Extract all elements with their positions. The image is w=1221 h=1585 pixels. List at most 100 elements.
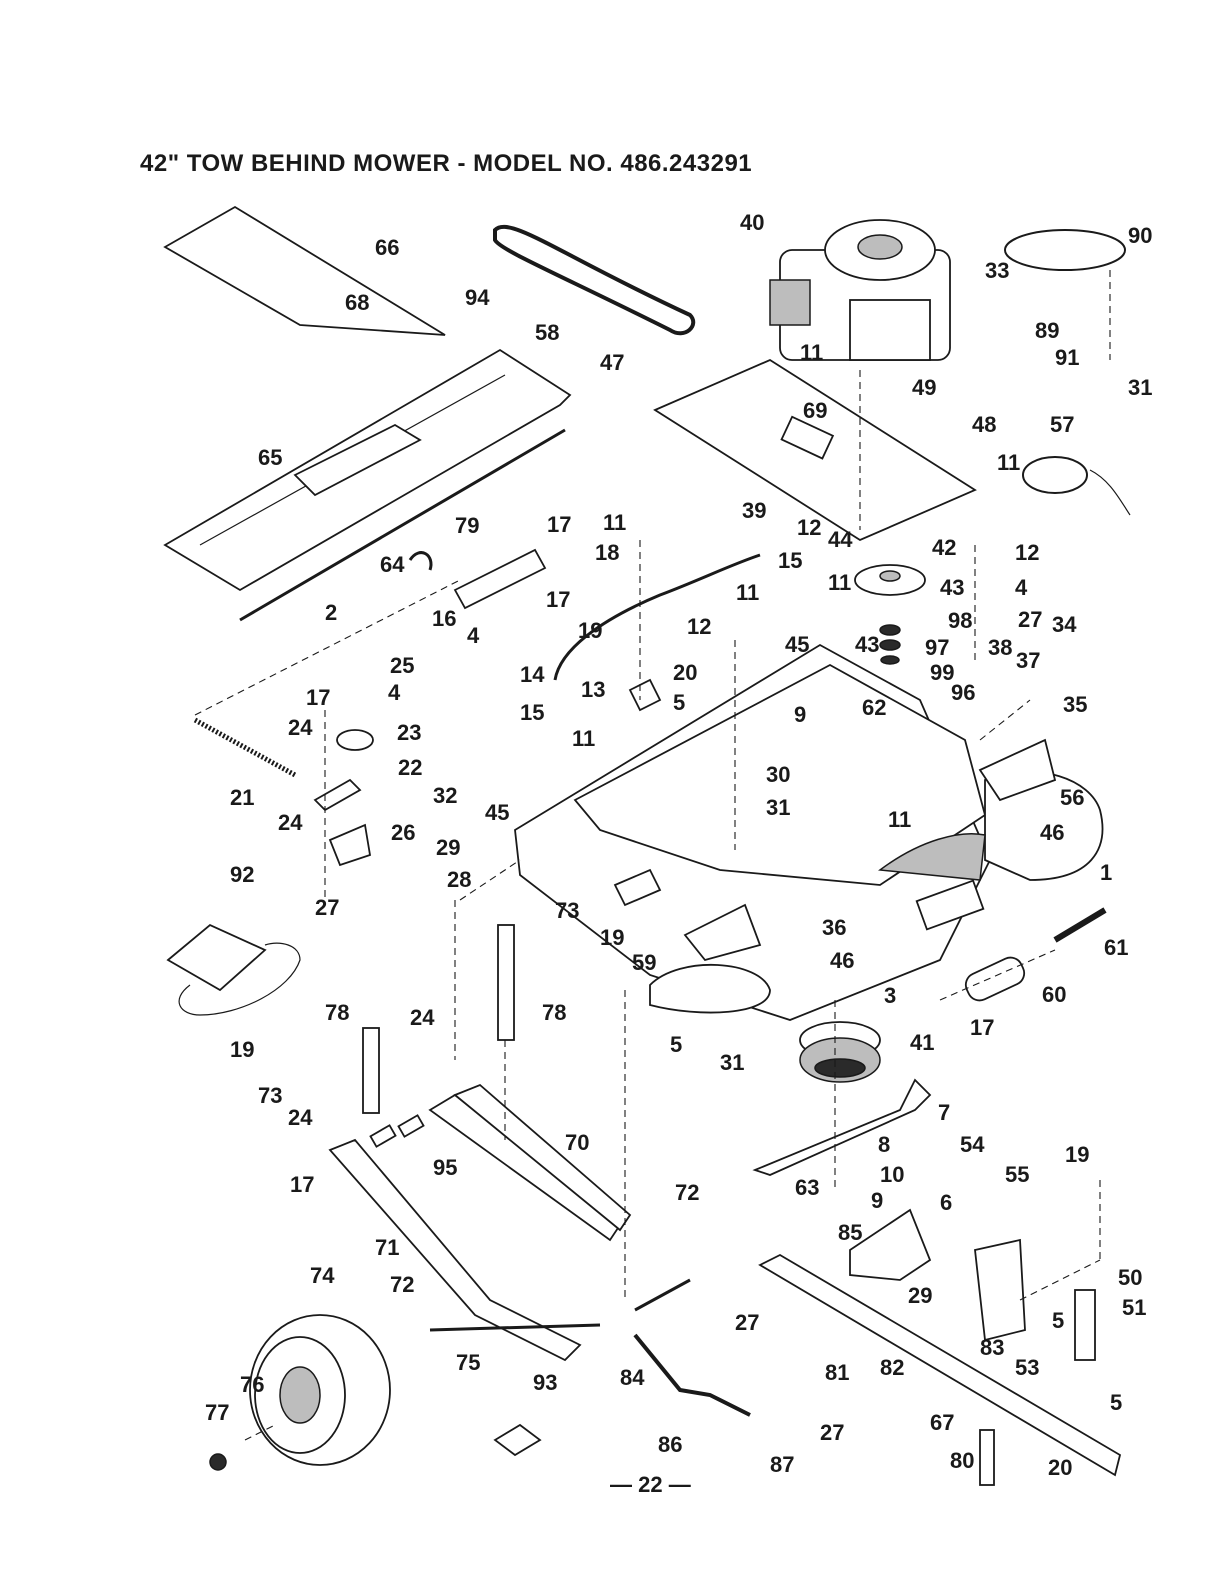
part-67-hitch-tube (758, 1253, 1122, 1477)
part-77-cap (209, 1453, 227, 1471)
callout-94: 94 (465, 285, 490, 310)
callout-81: 81 (825, 1360, 849, 1385)
callout-12: 12 (1015, 540, 1039, 565)
part-95-spacer (397, 1114, 425, 1138)
callout-75: 75 (456, 1350, 480, 1375)
callout-32: 32 (433, 783, 457, 808)
callout-42: 42 (932, 535, 956, 560)
part-2-rod (239, 428, 566, 622)
callout-71: 71 (375, 1235, 399, 1260)
part-14-rod (553, 553, 761, 681)
callout-10: 10 (880, 1162, 904, 1187)
part-59-decal (613, 868, 662, 907)
callout-35: 35 (1063, 692, 1087, 717)
callout-11: 11 (800, 340, 823, 365)
callout-34: 34 (1052, 612, 1077, 637)
callout-5: 5 (1110, 1390, 1122, 1415)
callout-96: 96 (951, 680, 975, 705)
callout-12: 12 (797, 515, 821, 540)
callout-78: 78 (325, 1000, 349, 1025)
callout-19: 19 (1065, 1142, 1089, 1167)
callout-72: 72 (390, 1272, 414, 1297)
callout-47: 47 (600, 350, 624, 375)
callout-73: 73 (258, 1083, 282, 1108)
callout-17: 17 (546, 587, 570, 612)
callout-92: 92 (230, 862, 254, 887)
callout-24: 24 (410, 1005, 435, 1030)
callout-50: 50 (1118, 1265, 1142, 1290)
page-number: — 22 — (610, 1472, 691, 1497)
callout-27: 27 (735, 1310, 759, 1335)
callout-54: 54 (960, 1132, 985, 1157)
callout-17: 17 (547, 512, 571, 537)
callout-9: 9 (871, 1188, 883, 1213)
callout-76: 76 (240, 1372, 264, 1397)
callout-86: 86 (658, 1432, 682, 1457)
callout-77: 77 (205, 1400, 229, 1425)
callout-56: 56 (1060, 785, 1084, 810)
callout-31: 31 (766, 795, 790, 820)
callout-69: 69 (803, 398, 827, 423)
part-26-bracket (328, 823, 372, 867)
callout-57: 57 (1050, 412, 1074, 437)
callout-51: 51 (1122, 1295, 1146, 1320)
callout-78: 78 (542, 1000, 566, 1025)
callout-91: 91 (1055, 345, 1079, 370)
callout-19: 19 (230, 1037, 254, 1062)
callout-17: 17 (306, 685, 330, 710)
part-78-bar-left (362, 1027, 380, 1114)
callout-55: 55 (1005, 1162, 1029, 1187)
part-22-bracket (313, 778, 362, 812)
callout-12: 12 (687, 614, 711, 639)
part-58-plate (163, 348, 572, 592)
callout-65: 65 (258, 445, 282, 470)
callout-59: 59 (632, 950, 656, 975)
callout-9: 9 (794, 702, 806, 727)
callout-43: 43 (855, 632, 879, 657)
callout-20: 20 (673, 660, 697, 685)
part-64-spring (408, 551, 433, 571)
callout-97: 97 (925, 635, 949, 660)
part-1-deck (514, 643, 1104, 1021)
callout-30: 30 (766, 762, 790, 787)
part-46-shield (683, 903, 762, 962)
callout-16: 16 (432, 606, 456, 631)
callout-85: 85 (838, 1220, 862, 1245)
part-71-tow-frame (328, 1083, 691, 1362)
callout-36: 36 (822, 915, 846, 940)
callout-27: 27 (315, 895, 339, 920)
callout-74: 74 (310, 1263, 335, 1288)
callout-87: 87 (770, 1452, 794, 1477)
callout-93: 93 (533, 1370, 557, 1395)
callout-11: 11 (572, 726, 595, 751)
callout-28: 28 (447, 867, 471, 892)
callout-31: 31 (720, 1050, 744, 1075)
callout-23: 23 (397, 720, 421, 745)
part-78-bar-right (497, 924, 515, 1041)
part-65-decal (293, 423, 422, 497)
callout-11: 11 (736, 580, 759, 605)
callout-5: 5 (673, 690, 685, 715)
callout-29: 29 (908, 1283, 932, 1308)
callout-15: 15 (520, 700, 544, 725)
callout-49: 49 (912, 375, 936, 400)
callout-17: 17 (290, 1172, 314, 1197)
callout-29: 29 (436, 835, 460, 860)
callout-5: 5 (670, 1032, 682, 1057)
callout-22: 22 (398, 755, 422, 780)
callout-13: 13 (581, 677, 605, 702)
part-40-engine (769, 219, 951, 361)
callout-19: 19 (578, 618, 602, 643)
callout-11: 11 (888, 807, 911, 832)
callout-20: 20 (1048, 1455, 1072, 1480)
callout-44: 44 (828, 527, 853, 552)
callout-73: 73 (555, 898, 579, 923)
part-7-blade (752, 1078, 932, 1176)
callout-46: 46 (830, 948, 854, 973)
callout-11: 11 (828, 570, 851, 595)
callout-6: 6 (940, 1190, 952, 1215)
callout-19: 19 (600, 925, 624, 950)
part-56-shield (978, 738, 1057, 802)
callout-15: 15 (778, 548, 802, 573)
